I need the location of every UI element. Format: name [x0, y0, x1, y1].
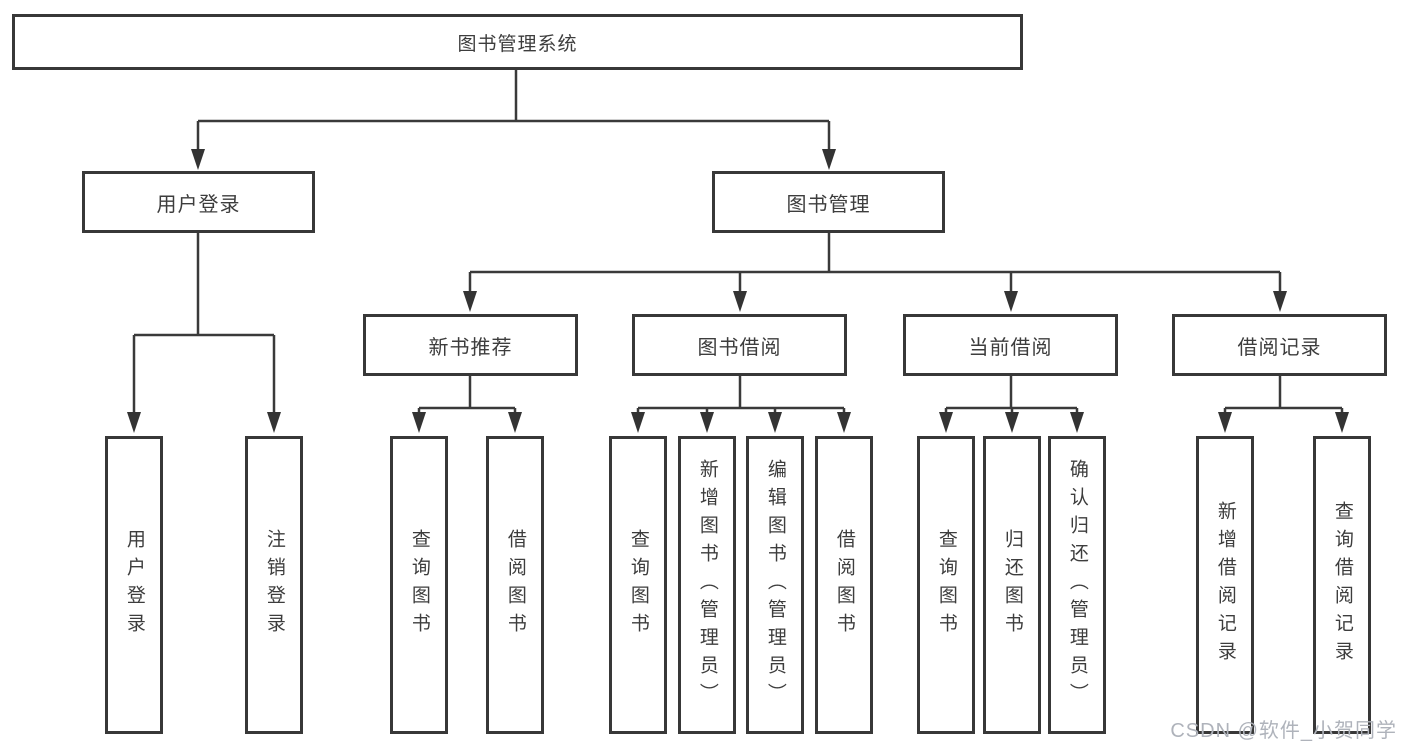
node-label: 用户登录 [156, 193, 241, 216]
node-label: 当前借阅 [968, 336, 1053, 359]
leaf-label: 用户登录 [123, 529, 145, 641]
leaf-label: 查询图书 [627, 529, 649, 641]
node-book-management: 图书管理 [712, 171, 945, 233]
leaf-query-books-current: 查询图书 [917, 436, 975, 734]
leaf-return-book: 归还图书 [983, 436, 1041, 734]
leaf-label: 注销登录 [263, 529, 285, 641]
node-book-borrowing: 图书借阅 [632, 314, 847, 376]
csdn-watermark: CSDN @软件_小贺同学 [1170, 720, 1397, 742]
leaf-label: 查询借阅记录 [1331, 501, 1353, 669]
leaf-label: 借阅图书 [833, 529, 855, 641]
leaf-logout: 注销登录 [245, 436, 303, 734]
node-library-system: 图书管理系统 [12, 14, 1023, 70]
leaf-label: 归还图书 [1001, 529, 1023, 641]
leaf-user-login: 用户登录 [105, 436, 163, 734]
leaf-borrow-books-recommend: 借阅图书 [486, 436, 544, 734]
leaf-label: 新增借阅记录 [1214, 501, 1236, 669]
node-label: 图书管理 [786, 193, 871, 216]
leaf-label: 查询图书 [408, 529, 430, 641]
leaf-confirm-return-admin: 确认归还（管理员） [1048, 436, 1106, 734]
leaf-label: 借阅图书 [504, 529, 526, 641]
leaf-label: 查询图书 [935, 529, 957, 641]
leaf-query-books-borrowing: 查询图书 [609, 436, 667, 734]
leaf-borrow-books-borrowing: 借阅图书 [815, 436, 873, 734]
node-current-borrowing: 当前借阅 [903, 314, 1118, 376]
leaf-label: 新增图书（管理员） [696, 459, 718, 711]
leaf-add-book-admin: 新增图书（管理员） [678, 436, 736, 734]
node-label: 借阅记录 [1237, 336, 1322, 359]
leaf-add-borrow-record: 新增借阅记录 [1196, 436, 1254, 734]
node-label: 新书推荐 [428, 336, 513, 359]
node-borrowing-records: 借阅记录 [1172, 314, 1387, 376]
leaf-label: 确认归还（管理员） [1066, 459, 1088, 711]
node-label: 图书管理系统 [457, 33, 578, 55]
node-user-login-branch: 用户登录 [82, 171, 315, 233]
leaf-query-books-recommend: 查询图书 [390, 436, 448, 734]
node-label: 图书借阅 [697, 336, 782, 359]
leaf-label: 编辑图书（管理员） [764, 459, 786, 711]
node-new-book-recommend: 新书推荐 [363, 314, 578, 376]
leaf-edit-book-admin: 编辑图书（管理员） [746, 436, 804, 734]
leaf-query-borrow-record: 查询借阅记录 [1313, 436, 1371, 734]
